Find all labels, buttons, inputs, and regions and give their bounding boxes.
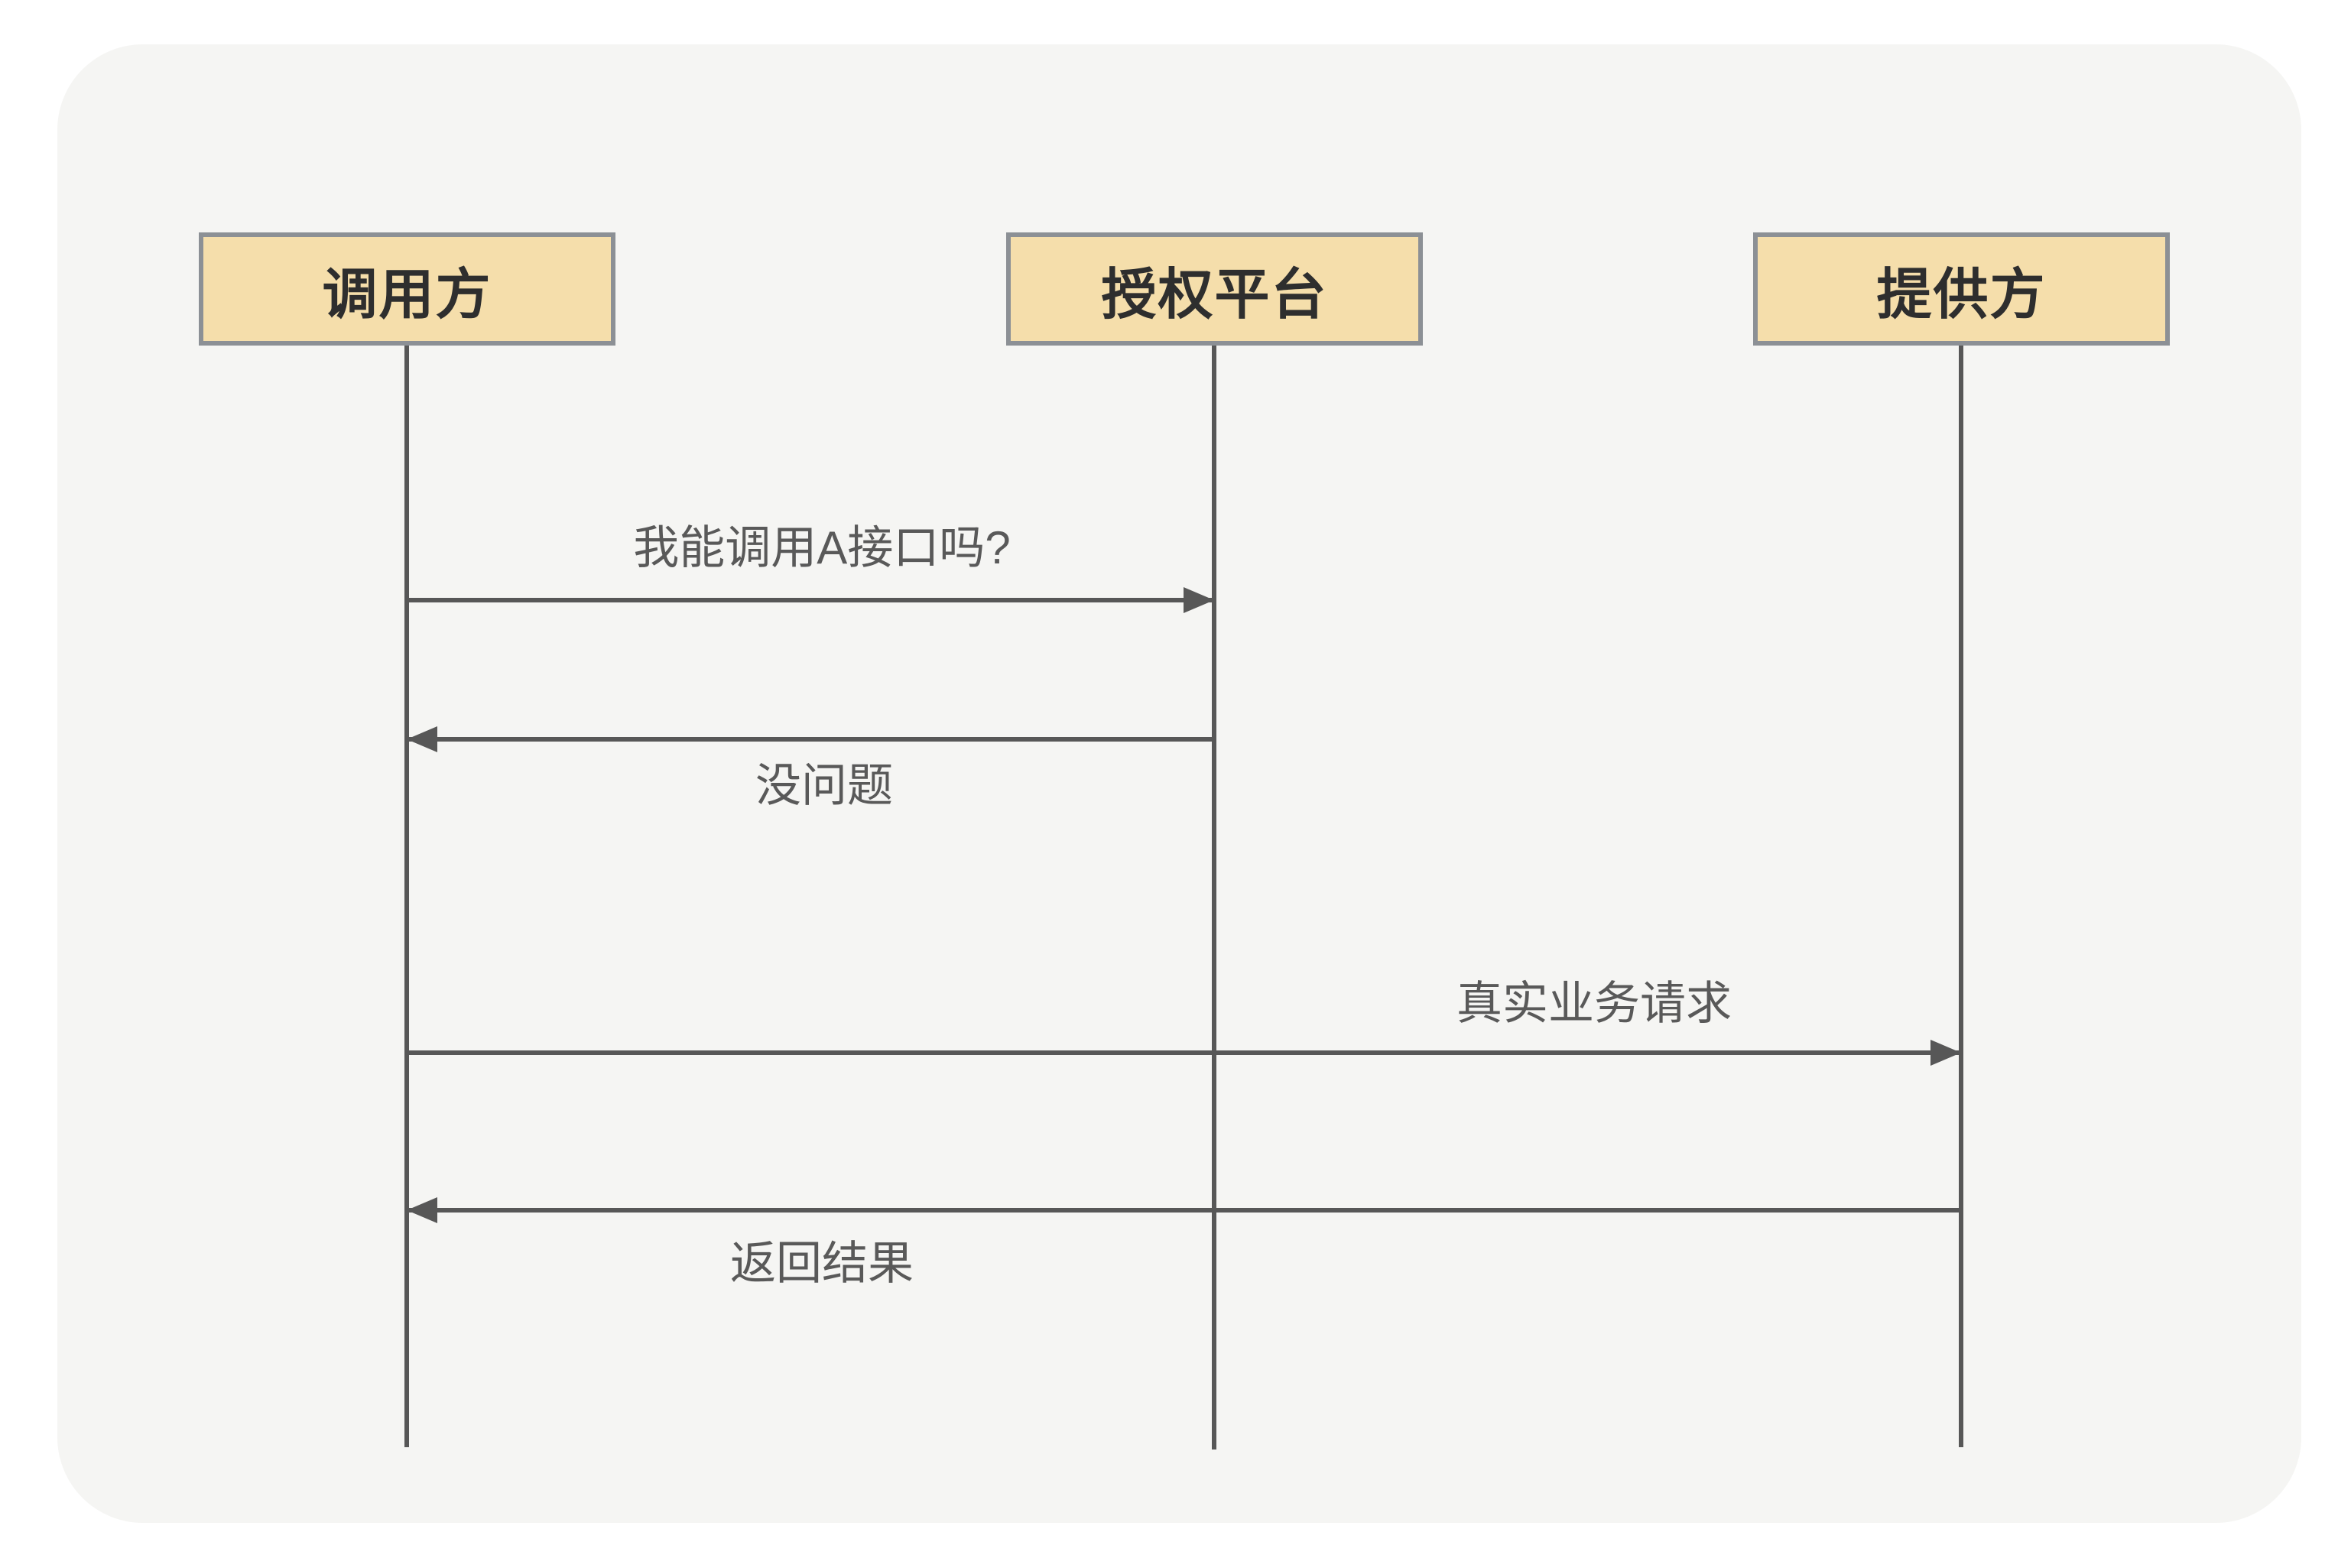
message-label-ask-permission: 我能调用A接口吗? (633, 522, 1011, 573)
message-label-real-request: 真实业务请求 (1456, 978, 1732, 1029)
actor-box-provider: 提供方 (1753, 232, 2170, 346)
message-label-return-result: 返回结果 (730, 1238, 914, 1289)
actor-box-caller: 调用方 (199, 232, 615, 346)
actor-box-platform: 授权平台 (1006, 232, 1423, 346)
message-label-no-problem: 没问题 (755, 760, 893, 811)
